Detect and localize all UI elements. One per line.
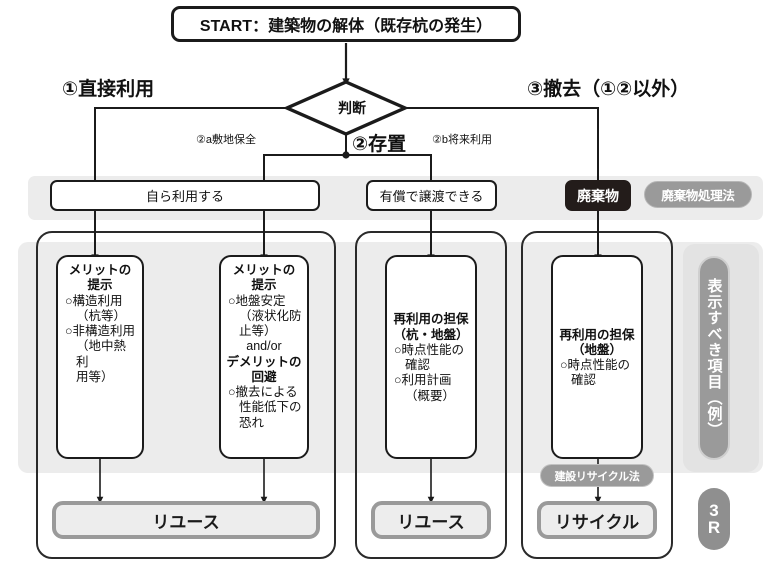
- card3-line0: 再利用の担保: [559, 327, 635, 342]
- row2-label-self-use: 自ら利用する: [145, 189, 224, 204]
- outcome-label-0: リユース: [152, 512, 220, 532]
- card2-line0: 再利用の担保: [393, 312, 469, 327]
- display-items-vertical-pill: 表示すべき項目（例）: [698, 256, 730, 460]
- card1-line5: and/or: [246, 339, 282, 354]
- outcome-reuse-left: リユース: [52, 501, 320, 539]
- card1-line9: 性能低下の: [239, 400, 302, 415]
- card2-line4: ○利用計画: [394, 373, 452, 388]
- card0-line3: （杭等）: [76, 308, 127, 323]
- card0-line2: ○構造利用: [65, 293, 123, 308]
- card2-line5: （概要）: [405, 388, 456, 403]
- recycle-law-label: 建設リサイクル法: [554, 470, 640, 483]
- three-r-badge: 3 R: [698, 488, 730, 550]
- row2-box-waste: 廃棄物: [565, 180, 631, 211]
- display-items-label: 表示すべき項目（例）: [705, 278, 723, 438]
- branch-label-one: ①直接利用: [62, 79, 155, 100]
- card1-line4: 止等）: [239, 324, 277, 338]
- three-r-bottom: R: [707, 518, 721, 537]
- card1-line6: デメリットの: [226, 354, 302, 369]
- card-merit-structural: メリットの 提示 ○構造利用 （杭等） ○非構造利用 （地中熱利 用等）: [56, 255, 144, 459]
- card2-line3: 確認: [405, 358, 431, 372]
- outcome-reuse-mid: リユース: [371, 501, 491, 539]
- three-r-top: 3: [709, 501, 719, 520]
- card-reuse-assurance-ground: 再利用の担保 （地盤） ○時点性能の 確認: [551, 255, 643, 459]
- waste-law-label: 廃棄物処理法: [661, 189, 735, 203]
- card2-line2: ○時点性能の: [394, 342, 465, 357]
- branch-label-two: ②存置: [352, 134, 407, 155]
- outcome-recycle: リサイクル: [537, 501, 657, 539]
- branch-label-three: ③撤去（①②以外）: [527, 79, 690, 100]
- branch-label-two-b: ②b将来利用: [432, 134, 492, 146]
- outcome-label-2: リサイクル: [554, 512, 640, 532]
- card3-line1: （地盤）: [571, 342, 622, 357]
- waste-law-pill: 廃棄物処理法: [644, 181, 752, 208]
- outcome-label-1: リユース: [397, 512, 465, 532]
- row2-label-waste: 廃棄物: [577, 187, 619, 204]
- card0-line6: 用等）: [76, 369, 114, 384]
- card0-line0: メリットの: [68, 263, 132, 277]
- start-label: START：建築物の解体（既存杭の発生）: [199, 18, 493, 35]
- branch-label-two-a: ②a敷地保全: [196, 134, 256, 146]
- card1-line3: （液状化防: [239, 308, 302, 323]
- decision-label: 判断: [338, 100, 366, 116]
- card1-line7: 回避: [251, 369, 277, 384]
- card1-line0: メリットの: [232, 263, 296, 277]
- row2-box-paid-transfer: 有償で譲渡できる: [366, 180, 497, 211]
- card1-line8: ○撤去による: [228, 385, 298, 399]
- decision-diamond: 判断: [287, 82, 405, 134]
- card1-line1: 提示: [251, 278, 277, 293]
- group-direct-use: [36, 231, 336, 559]
- card3-line3: 確認: [571, 373, 597, 388]
- card0-line4: ○非構造利用: [65, 324, 136, 338]
- card-reuse-assurance-pile-ground: 再利用の担保 （杭・地盤） ○時点性能の 確認 ○利用計画 （概要）: [385, 255, 477, 459]
- row2-label-paid-transfer: 有償で譲渡できる: [379, 189, 484, 204]
- card1-line2: ○地盤安定: [228, 293, 286, 308]
- card0-line5: （地中熱利: [76, 339, 127, 369]
- start-box: START：建築物の解体（既存杭の発生）: [171, 6, 521, 42]
- card3-line2: ○時点性能の: [560, 358, 631, 372]
- card-merit-ground: メリットの 提示 ○地盤安定 （液状化防 止等） and/or デメリットの 回…: [219, 255, 309, 459]
- card0-line1: 提示: [87, 278, 113, 293]
- card1-line10: 恐れ: [239, 415, 265, 430]
- row2-box-self-use: 自ら利用する: [50, 180, 320, 211]
- recycle-law-pill: 建設リサイクル法: [540, 464, 654, 487]
- card2-line1: （杭・地盤）: [393, 327, 469, 342]
